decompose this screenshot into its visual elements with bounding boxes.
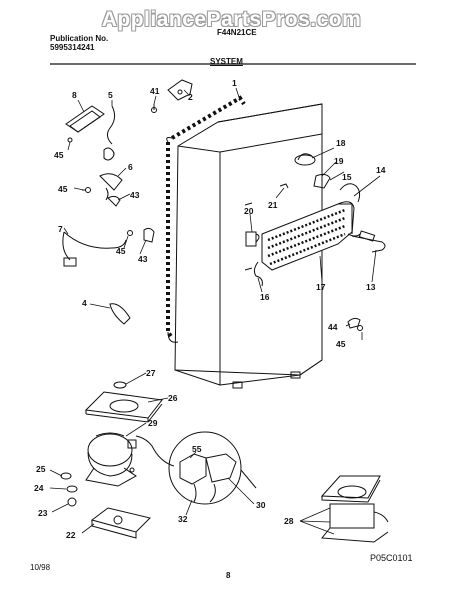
compressor-right [320,475,389,543]
callout-29: 29 [148,418,158,428]
model-number: F44N21CE [217,28,257,37]
callout-30: 30 [256,500,266,510]
footer-date: 10/98 [30,563,51,572]
section-title: SYSTEM [210,57,243,66]
compressor [85,432,175,487]
drain-pan [84,391,163,423]
callout-1: 1 [232,78,237,88]
callout-45-upper: 45 [54,150,64,160]
callout-26: 26 [168,393,178,403]
callout-2: 2 [188,92,193,102]
callout-25: 25 [36,464,46,474]
callout-21: 21 [268,200,278,210]
callout-16: 16 [260,292,270,302]
cabinet [174,103,323,389]
callout-14: 14 [376,165,386,175]
page-number: 8 [226,571,231,580]
callout-19: 19 [334,156,344,166]
callout-5: 5 [108,90,113,100]
callout-24: 24 [34,483,44,493]
watermark: AppliancePartsPros.com [101,8,362,31]
callout-8: 8 [72,90,77,100]
callout-27: 27 [146,368,156,378]
callout-23: 23 [38,508,48,518]
figure-code: P05C0101 [370,553,413,563]
callout-28: 28 [284,516,294,526]
callout-17: 17 [316,282,326,292]
callout-45-middle: 45 [58,184,68,194]
callout-15: 15 [342,172,352,182]
callout-45-lower: 45 [116,246,126,256]
callout-44: 44 [328,322,338,332]
callout-43-upper: 43 [130,190,140,200]
callout-22: 22 [66,530,76,540]
publication-block: Publication No. 5995314241 [50,34,108,52]
callout-45-right: 45 [336,339,346,349]
callout-20: 20 [244,206,254,216]
callout-13: 13 [366,282,376,292]
condenser [261,201,355,271]
callout-4: 4 [82,298,87,308]
callout-41: 41 [150,86,160,96]
gasket [166,95,246,340]
callout-labels: 1 2 4 5 6 7 8 13 14 15 16 17 18 19 20 21… [34,78,386,540]
callout-18: 18 [336,138,346,148]
callout-43-lower: 43 [138,254,148,264]
callout-7: 7 [58,224,63,234]
publication-label: Publication No. [50,34,109,43]
drier [351,230,386,253]
callout-55: 55 [192,444,202,454]
callout-6: 6 [128,162,133,172]
callout-32: 32 [178,514,188,524]
publication-number: 5995314241 [50,43,95,52]
